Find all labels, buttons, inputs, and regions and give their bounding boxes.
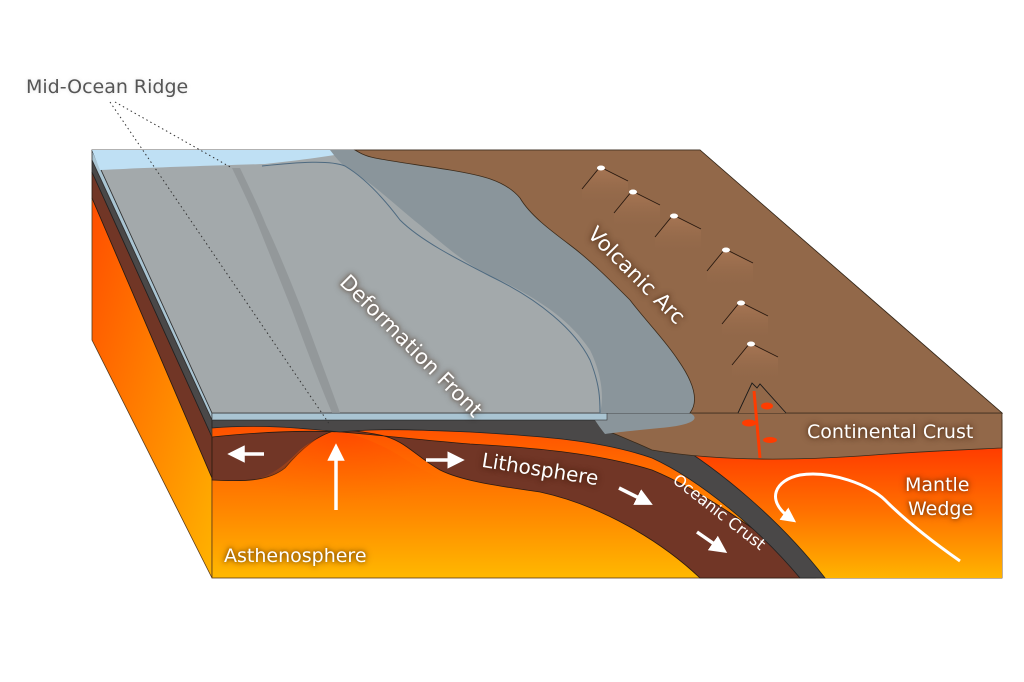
volcano-cone [722, 302, 768, 342]
volcano-cone [614, 191, 660, 231]
volcano-cone [655, 215, 701, 255]
mantle-wedge-label-line2: Wedge [908, 498, 974, 520]
top-face [91, 149, 1004, 414]
ocean-water [92, 150, 360, 170]
plate-motion-arrows [227, 443, 961, 563]
volcano-snowcap [722, 247, 730, 253]
volcano-snowcap [597, 165, 605, 171]
mantle-flow-arrow-icon [774, 472, 961, 563]
left-side-face [91, 149, 213, 579]
front-continental-crust [604, 412, 1003, 460]
volcano-cone [732, 343, 778, 383]
volcano-snowcap [747, 341, 755, 347]
volcano-snowcap [629, 189, 637, 195]
continent-top [353, 149, 1004, 414]
arrow-down-right-icon [618, 486, 653, 505]
front-water [211, 412, 608, 421]
ridge-upwelling [250, 432, 440, 520]
mantle-wedge [652, 448, 1002, 578]
front-volcano [737, 382, 787, 414]
mid-ocean-ridge-label: Mid-Ocean Ridge [26, 76, 189, 98]
asthenosphere-label: Asthenosphere [224, 545, 367, 567]
mantle-wedge-label-line1: Mantle [905, 474, 970, 496]
arrow-down-right-icon [696, 530, 728, 553]
continental-crust-label: Continental Crust [807, 421, 974, 443]
front-wedge-sediment [590, 413, 695, 434]
deformation-front-line [261, 161, 601, 414]
ridge-scar [232, 168, 340, 413]
volcano-cone [707, 249, 753, 289]
volcanoes [581, 165, 779, 383]
volcano-snowcap [670, 213, 678, 219]
volcano-cone [582, 167, 628, 207]
magma-dike [742, 390, 777, 459]
front-face [211, 412, 1003, 579]
volcano-snowcap [737, 300, 745, 306]
